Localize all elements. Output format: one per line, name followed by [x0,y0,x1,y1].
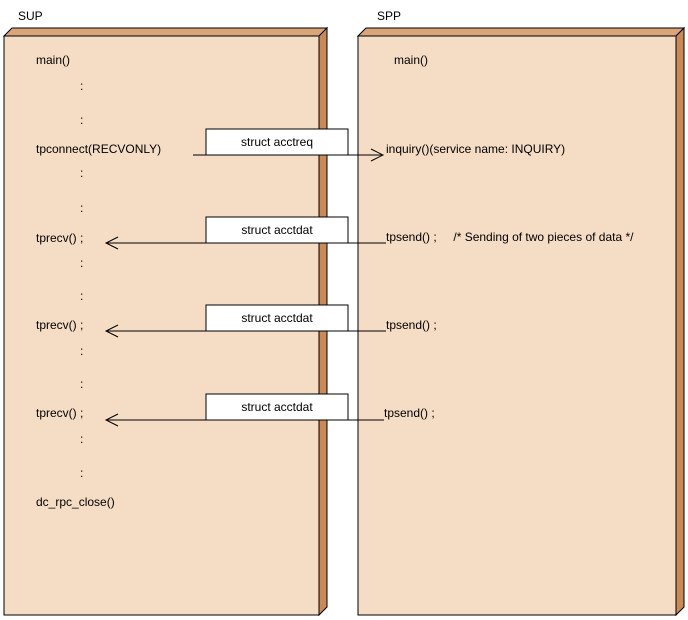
message-label: struct acctdat [241,400,313,414]
arrow-head-right-icon [370,148,385,162]
message-label: struct acctdat [241,223,313,237]
message-acctdat: struct acctdat [104,393,384,427]
message-acctdat: struct acctdat [104,216,386,250]
sup-tprecv-call: tprecv() ; [36,318,83,332]
sup-ellipsis-dot: : [80,344,83,358]
spp-tpsend-call: tpsend() ; [386,318,437,332]
sup-title: SUP [18,9,43,23]
sup-ellipsis-dot: : [80,432,83,446]
spp-tpsend-call: tpsend() ; [384,406,435,420]
spp-panel-front-face [357,35,677,616]
sup-tpconnect-call: tpconnect(RECVONLY) [36,142,161,156]
sup-tprecv-call: tprecv() ; [36,406,83,420]
spp-tpsend-call: tpsend() ; /* Sending of two pieces of d… [386,230,634,244]
message-label: struct acctreq [241,135,313,149]
message-label-box [205,304,349,332]
sup-rpc-close-call: dc_rpc_close() [36,495,115,509]
spp-main: main() [394,53,428,67]
arrow-head-left-icon [104,236,119,250]
sup-ellipsis-dot: : [80,256,83,270]
sup-code: main() : : tpconnect(RECVONLY) : : tprec… [36,53,161,509]
sup-panel-top-face [2,27,329,37]
message-label-box [205,216,349,244]
message-acctreq: struct acctreq [193,128,385,162]
message-acctdat: struct acctdat [104,304,386,338]
sup-ellipsis-dot: : [80,113,83,127]
sup-main: main() [36,53,70,67]
sup-ellipsis-dot: : [80,166,83,180]
sup-ellipsis-dot: : [80,79,83,93]
spp-panel [356,26,686,617]
message-label: struct acctdat [241,311,313,325]
sup-ellipsis-dot: : [80,201,83,215]
sup-tprecv-call: tprecv() ; [36,231,83,245]
spp-inquiry-service: inquiry()(service name: INQUIRY) [386,142,565,156]
sup-ellipsis-dot: : [80,377,83,391]
sup-ellipsis-dot: : [80,466,83,480]
spp-title: SPP [377,9,401,23]
sup-ellipsis-dot: : [80,289,83,303]
spp-code: main() inquiry()(service name: INQUIRY) … [384,53,634,420]
arrow-head-left-icon [104,413,119,427]
message-label-box [205,128,349,156]
message-label-box [205,393,349,421]
spp-panel-top-face [356,27,686,37]
spp-panel-side-face [675,26,685,617]
arrow-head-left-icon [104,324,119,338]
